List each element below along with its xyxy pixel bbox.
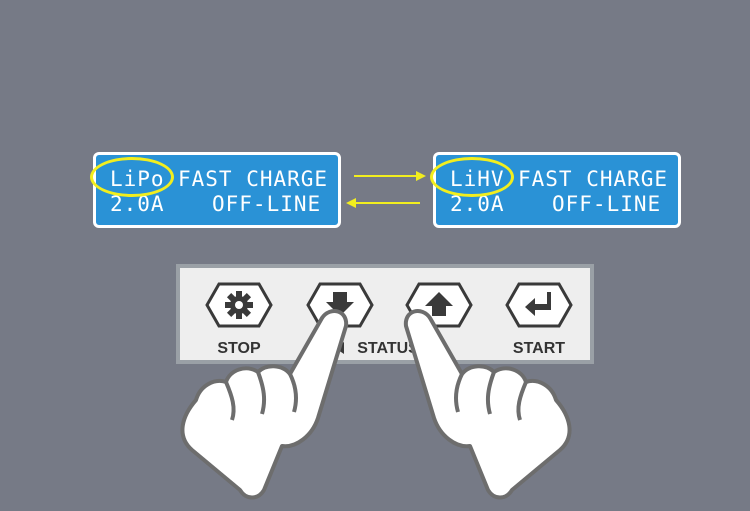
arrow-left-icon — [346, 198, 420, 208]
stop-label: STOP — [217, 340, 261, 357]
status-label: OFF-LINE — [552, 192, 662, 216]
lcd-row-bottom: 2.0A OFF-LINE — [436, 191, 678, 217]
lcd-screen-lipo: LiPo FAST CHARGE 2.0A OFF-LINE — [90, 152, 341, 228]
start-button[interactable] — [505, 282, 573, 328]
status-label: STATUS — [357, 340, 419, 357]
start-label: START — [512, 340, 566, 357]
lcd-screen-lihv: LiHV FAST CHARGE 2.0A OFF-LINE — [430, 152, 681, 228]
mode-label: FAST CHARGE — [518, 167, 669, 191]
arrow-right-icon — [354, 171, 426, 181]
mode-label: FAST CHARGE — [178, 167, 329, 191]
chemistry-highlight-ellipse — [430, 157, 514, 197]
gear-icon — [205, 282, 273, 328]
chemistry-highlight-ellipse — [90, 157, 174, 197]
right-hand-icon — [403, 309, 572, 500]
enter-icon — [505, 282, 573, 328]
stop-button[interactable] — [205, 282, 273, 328]
left-hand-icon — [180, 309, 349, 500]
status-label: OFF-LINE — [212, 192, 322, 216]
